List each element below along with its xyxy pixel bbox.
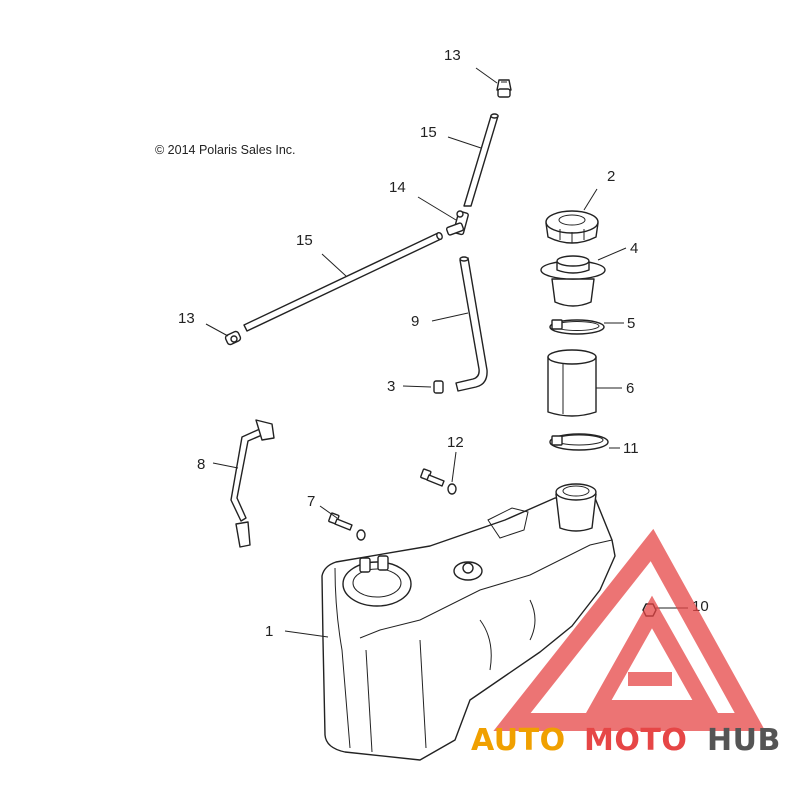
callout-3: 3 xyxy=(387,378,395,395)
callout-4: 4 xyxy=(630,240,638,257)
part-12-bolt-washer xyxy=(420,468,457,495)
part-7-bolt-washer xyxy=(328,512,366,541)
callout-11: 11 xyxy=(623,440,639,457)
part-9-bent-hose xyxy=(455,256,488,392)
callout-12: 12 xyxy=(447,434,464,451)
leader-7 xyxy=(319,505,338,519)
leader-3 xyxy=(402,385,432,388)
part-2-fuel-cap xyxy=(545,210,599,244)
part-1-fuel-tank xyxy=(321,483,616,761)
callout-15-upper: 15 xyxy=(420,124,437,141)
part-5-hose-clamp xyxy=(549,319,605,335)
callout-14: 14 xyxy=(389,179,406,196)
part-13-vent-fitting-left xyxy=(224,330,242,346)
callout-5: 5 xyxy=(627,315,635,332)
leader-15-upper xyxy=(447,136,482,149)
callout-15-long: 15 xyxy=(296,232,313,249)
leader-9 xyxy=(431,312,469,322)
part-15-vent-hose-upper xyxy=(463,113,499,207)
part-13-vent-fitting-top xyxy=(496,79,512,98)
part-14-tee-fitting xyxy=(445,210,469,236)
part-15-vent-hose-long xyxy=(243,231,443,332)
watermark-text-hub: HUB xyxy=(707,723,781,758)
callout-1: 1 xyxy=(265,623,273,640)
callout-2: 2 xyxy=(607,168,615,185)
leader-13-top xyxy=(475,67,498,84)
callout-13-left: 13 xyxy=(178,310,195,327)
part-11-hose-clamp xyxy=(549,433,609,451)
part-4-filler-neck xyxy=(540,255,606,307)
watermark-text-auto: AUTO xyxy=(471,723,566,758)
leader-14 xyxy=(417,196,457,221)
watermark-text-moto: MOTO xyxy=(584,723,687,758)
part-3-clamp-fitting xyxy=(433,380,444,394)
leader-12 xyxy=(451,451,457,483)
callout-7: 7 xyxy=(307,493,315,510)
leader-1 xyxy=(284,630,329,638)
callout-13-top: 13 xyxy=(444,47,461,64)
watermark-brand-text: AUTO MOTO HUB xyxy=(471,723,781,758)
callout-9: 9 xyxy=(411,313,419,330)
leader-4 xyxy=(597,247,627,261)
watermark-logo-triangle xyxy=(493,528,766,731)
leader-8 xyxy=(212,462,239,469)
leader-15-long xyxy=(321,253,347,277)
callout-8: 8 xyxy=(197,456,205,473)
copyright-text: © 2014 Polaris Sales Inc. xyxy=(155,143,296,157)
part-8-fuel-line xyxy=(230,419,275,548)
part-6-filler-hose xyxy=(547,349,597,417)
callout-6: 6 xyxy=(626,380,634,397)
leader-13-left xyxy=(205,323,229,337)
leader-2 xyxy=(583,188,598,211)
